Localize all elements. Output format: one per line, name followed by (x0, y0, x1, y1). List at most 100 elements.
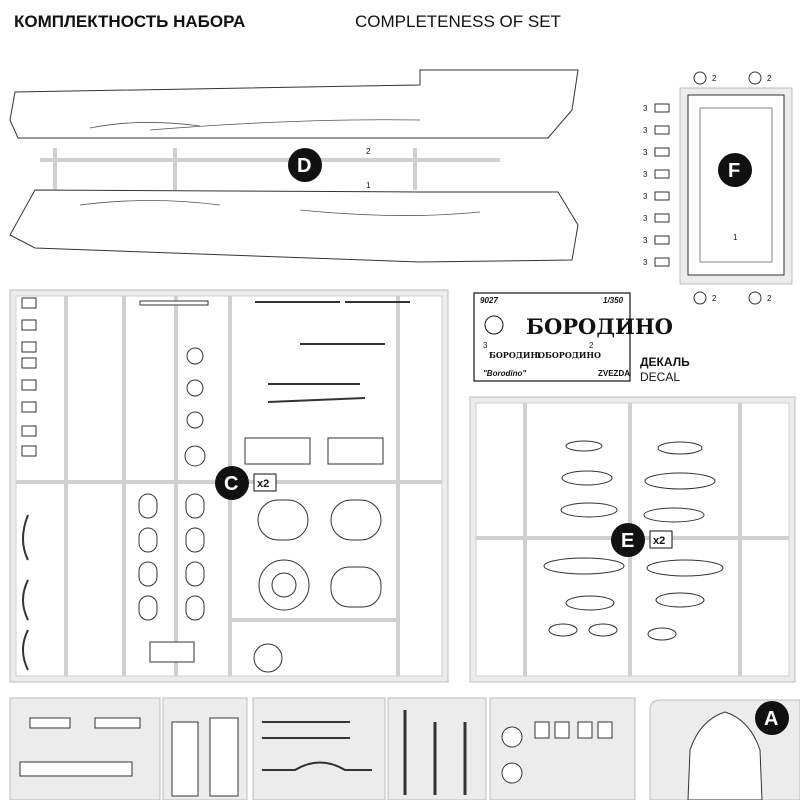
sprue-f: 1 F 2 2 2 2 3 3 3 3 3 3 3 3 (643, 71, 793, 305)
f-small-part (654, 125, 670, 135)
part-c-37 (138, 527, 158, 553)
part-c-29 (186, 347, 204, 365)
f-small-number: 3 (643, 170, 648, 179)
boat-e-11 (588, 623, 618, 637)
sprue-bottom-left (9, 697, 636, 800)
decal-frame (473, 292, 631, 382)
decal-name-small-1: БОРОДИНО (489, 350, 545, 360)
part-4 (534, 721, 550, 739)
sprue-c-multiplier-box (253, 473, 277, 492)
sprue-a: A (649, 699, 800, 800)
imperial-eagle-emblem (484, 315, 504, 335)
boat-e-16 (647, 627, 677, 641)
f-small-part (654, 103, 670, 113)
decal-sheet: 9027 1/350 БОРОДИНО 3 2 1 БОРОДИНО БОРОД… (473, 292, 690, 384)
sprue-d-letter: D (297, 155, 311, 177)
title-russian: КОМПЛЕКТНОСТЬ НАБОРА (14, 12, 246, 31)
part-c-59 (21, 341, 37, 353)
sprue-f-badge (718, 153, 752, 187)
f-small-part (654, 169, 670, 179)
bottom-sprue-frame (9, 697, 161, 800)
decal-scale: 1/350 (603, 296, 624, 305)
deck-plate-inner (699, 107, 773, 263)
boat-e-8 (560, 502, 618, 518)
part-c-58 (21, 357, 37, 369)
part-c-29 (186, 379, 204, 397)
part-c-56 (21, 401, 37, 413)
decal-name-english: "Borodino" (483, 369, 526, 378)
boat-e-6 (565, 440, 603, 452)
part-c-28 (139, 300, 209, 306)
boat-e-13 (644, 472, 716, 490)
part-c-52 (22, 579, 29, 621)
part-10 (94, 717, 141, 729)
part-c-13-inner (271, 572, 297, 598)
part-c-12 (330, 566, 382, 608)
decal-label-en: DECAL (640, 370, 680, 384)
hull-1-detail-b (299, 209, 481, 216)
bottom-sprue-frame-4 (387, 697, 487, 800)
title-english: COMPLETENESS OF SET (355, 12, 561, 31)
sprue-e-multiplier-box (649, 530, 673, 549)
f-small-number: 3 (643, 192, 648, 201)
f-peg-number: 2 (712, 74, 717, 83)
part-bottom-crane (262, 761, 372, 771)
decal-num-2: 2 (589, 341, 594, 350)
sprue-e: E x2 (469, 396, 796, 683)
f-small-parts (654, 103, 670, 267)
f-small-part (654, 191, 670, 201)
boat-e-18 (646, 559, 724, 577)
part-9 (171, 721, 199, 797)
sprue-e-badge (611, 523, 645, 557)
f-peg (748, 71, 762, 85)
deck-plate-number: 1 (733, 233, 738, 242)
part-c-51 (22, 629, 29, 671)
f-peg-number: 2 (712, 294, 717, 303)
part-14 (209, 717, 239, 797)
part-c-21 (267, 397, 366, 403)
part-c-32 (185, 527, 205, 553)
decal-num-3: 3 (483, 341, 488, 350)
f-peg-number: 2 (767, 74, 772, 83)
part-11 (29, 717, 71, 729)
sprue-d-badge (288, 148, 322, 182)
sprue-a-badge (755, 701, 789, 735)
hull-1-number: 1 (366, 181, 371, 190)
part-5 (501, 726, 523, 748)
sprue-c: C x2 (9, 289, 449, 683)
part-c-37 (138, 595, 158, 621)
hull-half-1 (9, 189, 579, 263)
sprue-a-letter: A (764, 708, 778, 730)
boat-e-15 (655, 592, 705, 608)
f-small-number: 3 (643, 104, 648, 113)
part-c-15 (327, 437, 384, 465)
sprue-c-letter: C (224, 473, 238, 495)
part-c-34 (138, 493, 158, 519)
part-c-32 (185, 595, 205, 621)
part-c-14 (253, 643, 283, 673)
part-c-37 (138, 561, 158, 587)
f-small-part (654, 213, 670, 223)
sprue-c-badge (215, 466, 249, 500)
part-c-20 (244, 437, 311, 465)
sprue-e-letter: E (621, 530, 634, 552)
boat-e-9 (543, 557, 625, 575)
boat-e-11 (548, 623, 578, 637)
part-c-33 (149, 641, 195, 663)
f-small-part (654, 235, 670, 245)
sprue-c-multiplier: x2 (257, 478, 269, 490)
part-2 (577, 721, 593, 739)
f-small-number: 3 (643, 148, 648, 157)
boat-e-14 (643, 507, 705, 523)
sprue-d: 2 1 D (9, 69, 579, 263)
bottom-sprue-frame-5 (489, 697, 636, 800)
part-19 (501, 762, 523, 784)
part-13 (19, 761, 133, 777)
boat-e-10 (565, 595, 615, 611)
boat-e-7 (561, 470, 613, 486)
zvezda-logo: ZVEZDA (598, 369, 630, 378)
boat-e-12 (657, 441, 703, 455)
part-c-43 (21, 445, 37, 457)
part-c-29 (186, 411, 204, 429)
part-c-31 (185, 493, 205, 519)
